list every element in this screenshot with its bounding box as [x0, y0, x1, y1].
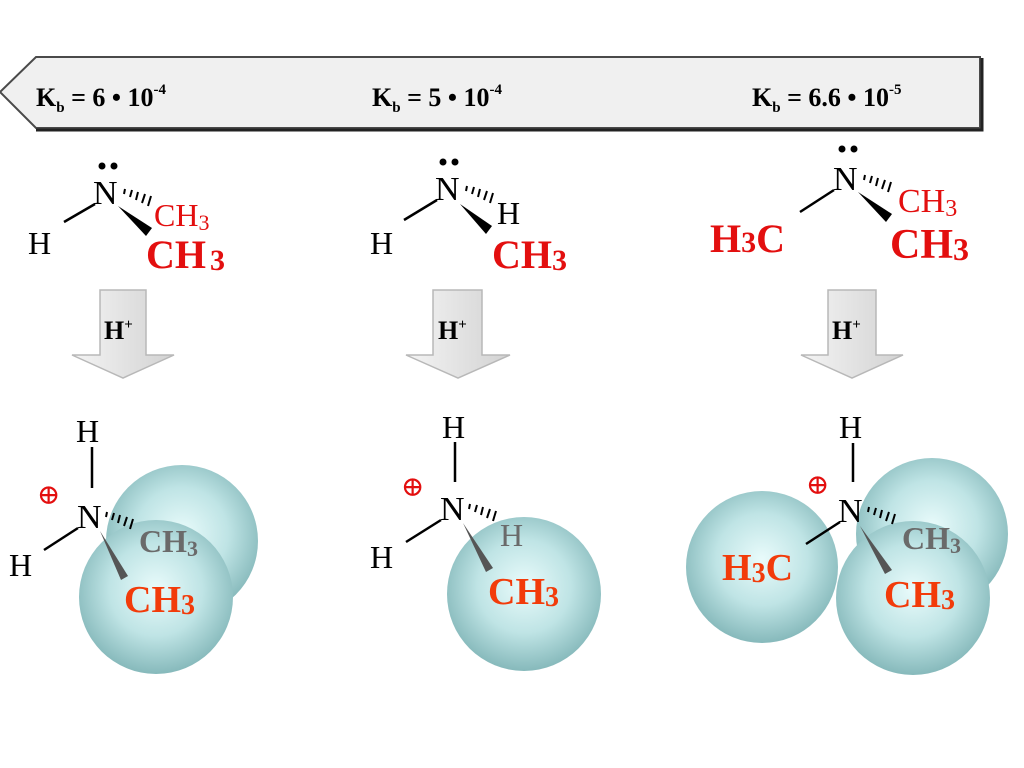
positive-charge-icon: ⊕ [806, 470, 829, 501]
group-ch3-front: CH [488, 571, 545, 613]
svg-text:CH3: CH3 [902, 520, 961, 558]
svg-text:CH3: CH3 [890, 222, 969, 268]
molecule-trimethylamine: N H3C CH3 CH3 [710, 145, 969, 268]
atom-n: N [833, 161, 858, 198]
group-ch3-back: CH [898, 183, 945, 220]
lone-pair-dot [110, 162, 118, 170]
molecule-methylamine: N H H CH3 [370, 158, 567, 277]
atom-h-back: H [500, 517, 523, 553]
atom-h: H [9, 547, 32, 583]
positive-charge-icon: ⊕ [37, 480, 60, 511]
group-h3c: H [710, 216, 741, 261]
sphere-ch3-front [836, 521, 990, 675]
kb-value-right: Kb = 6.6 • 10-5 [752, 82, 902, 116]
svg-text:H3C: H3C [710, 216, 785, 261]
svg-text:H+: H+ [104, 316, 133, 345]
group-ch3-front: CH [890, 222, 953, 268]
svg-text:CH3: CH3 [124, 579, 195, 621]
protonation-arrow-left: H+ [71, 289, 175, 379]
group-h3c: H [722, 547, 752, 589]
positive-charge-icon: ⊕ [401, 472, 424, 503]
group-ch3-front: CH [492, 232, 552, 277]
h-plus-label: H [832, 316, 852, 345]
protonation-arrow-right: H+ [800, 289, 904, 379]
ion-methylammonium: H N ⊕ H H CH3 [370, 409, 601, 671]
kb-trend-arrow [0, 56, 984, 132]
atom-n: N [838, 493, 863, 530]
svg-text:CH3: CH3 [154, 197, 209, 235]
atom-h: H [497, 195, 520, 231]
svg-text:CH3: CH3 [492, 232, 567, 277]
svg-text:H+: H+ [832, 316, 861, 345]
atom-h: H [370, 539, 393, 575]
protonation-arrow-middle: H+ [405, 289, 511, 379]
kb-value-middle: Kb = 5 • 10-4 [372, 82, 502, 116]
atom-h-top: H [442, 409, 465, 445]
lone-pair-dot [98, 162, 106, 170]
atom-n: N [77, 499, 102, 536]
sphere-h3c [686, 491, 838, 643]
h-plus-label: H [104, 316, 124, 345]
lone-pair-dot [838, 145, 846, 153]
atom-h-top: H [76, 413, 99, 449]
svg-text:CH3: CH3 [488, 571, 559, 613]
sphere-ch3-front [79, 520, 233, 674]
sphere-ch3 [447, 517, 601, 671]
kb-value-left: Kb = 6 • 10-4 [36, 82, 166, 116]
svg-text:CH3: CH3 [898, 183, 957, 222]
group-ch3-front: CH [884, 574, 941, 616]
svg-text:CH3: CH3 [884, 574, 955, 616]
lone-pair-dot [451, 158, 459, 166]
svg-text:H+: H+ [438, 316, 467, 345]
lone-pair-dot [850, 145, 858, 153]
atom-h: H [28, 225, 51, 261]
lone-pair-dot [439, 158, 447, 166]
atom-h-top: H [839, 409, 862, 445]
svg-text:H3C: H3C [722, 547, 793, 589]
atom-h: H [370, 225, 393, 261]
ion-dimethylammonium: H N ⊕ H CH3 CH3 [9, 413, 258, 674]
h-plus-label: H [438, 316, 458, 345]
svg-text:CH3: CH3 [139, 523, 198, 561]
group-ch3-front: CH [146, 232, 206, 277]
group-ch3-front: CH [124, 579, 181, 621]
atom-n: N [435, 171, 460, 208]
ion-trimethylammonium: H N ⊕ H3C CH3 CH3 [686, 409, 1008, 675]
atom-n: N [440, 491, 465, 528]
svg-text:CH3: CH3 [146, 232, 225, 277]
group-ch3-back: CH [902, 520, 950, 556]
atom-n: N [93, 175, 118, 212]
group-ch3-back: CH [154, 197, 198, 233]
group-ch3-back: CH [139, 523, 187, 559]
